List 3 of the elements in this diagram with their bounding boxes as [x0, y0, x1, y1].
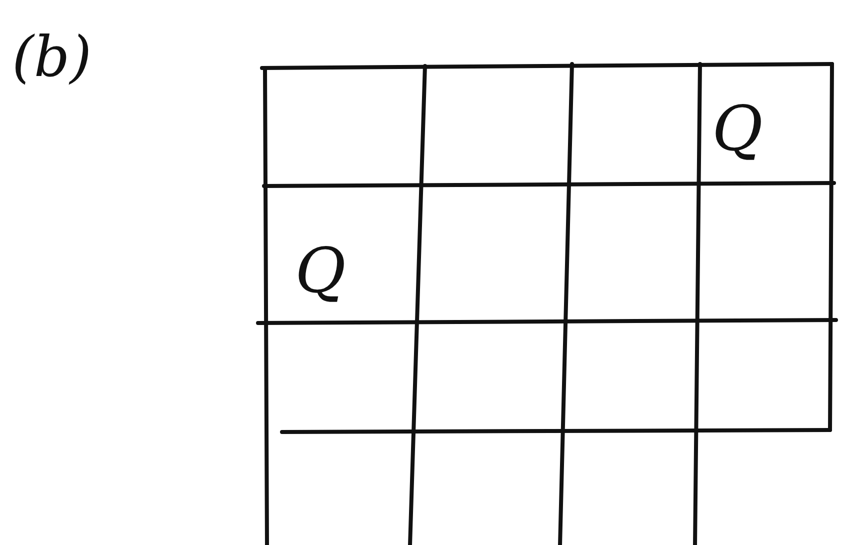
panel-label: (b) — [12, 30, 92, 86]
cell-letter: Q — [712, 98, 763, 160]
cell-letter: Q — [295, 240, 346, 302]
